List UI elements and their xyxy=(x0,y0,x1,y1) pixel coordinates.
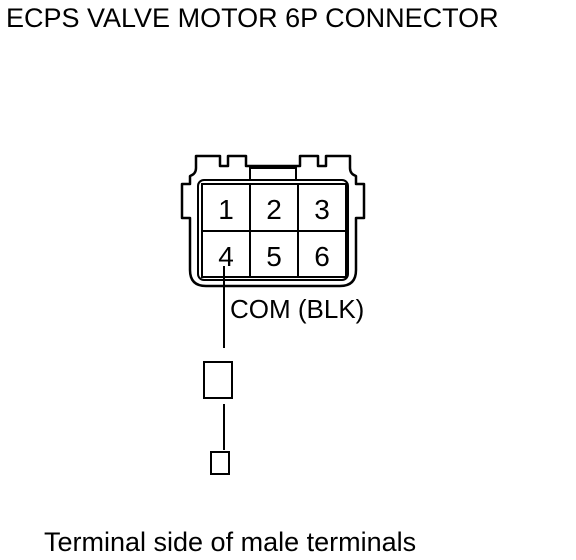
pin-number: 4 xyxy=(218,241,234,272)
wire-label: COM (BLK) xyxy=(230,294,364,324)
pin-number: 6 xyxy=(314,241,330,272)
pin-number: 1 xyxy=(218,194,234,225)
pin-cavity-6 xyxy=(297,230,347,278)
connector-housing xyxy=(180,154,366,288)
probe-connector-body xyxy=(203,361,233,399)
pin-number: 5 xyxy=(266,241,282,272)
connector-key xyxy=(249,167,297,181)
diagram-title: ECPS VALVE MOTOR 6P CONNECTOR xyxy=(6,3,499,33)
diagram-caption: Terminal side of male terminals xyxy=(44,527,417,557)
pin-number: 2 xyxy=(266,194,282,225)
probe-tip xyxy=(210,451,230,475)
pin-number: 3 xyxy=(314,194,330,225)
